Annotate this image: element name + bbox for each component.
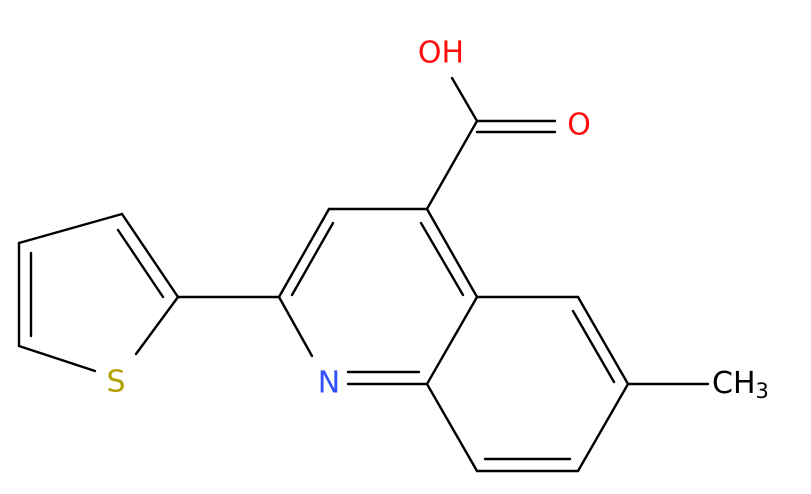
bond-c3-c2-inner bbox=[290, 221, 335, 297]
bond-c5-c6-inner bbox=[571, 309, 616, 384]
bond-c8-c8a bbox=[425, 382, 479, 473]
bond-c5-c6 bbox=[576, 295, 630, 386]
bond-c-oh bbox=[450, 76, 479, 123]
atom-n-label: N bbox=[318, 366, 340, 401]
atom-oh-label: OH bbox=[418, 36, 464, 71]
bond-c6-c7 bbox=[576, 382, 630, 473]
atom-labels: OH O N S CH3 bbox=[106, 36, 768, 404]
bond-t5-s bbox=[17, 344, 97, 373]
bond-t3-t4 bbox=[17, 212, 124, 245]
bond-s-t2 bbox=[134, 295, 180, 356]
bond-c8a-c4a bbox=[425, 295, 479, 386]
atom-ch3-subscript: 3 bbox=[756, 379, 769, 403]
bonds bbox=[17, 76, 710, 473]
bond-t2-t3 bbox=[120, 212, 180, 299]
atom-ch3-main: CH bbox=[712, 366, 756, 401]
atom-s-label: S bbox=[106, 365, 125, 400]
bond-c4a-c4-inner bbox=[419, 221, 465, 297]
bond-c3-c2 bbox=[277, 207, 331, 299]
atom-o-label: O bbox=[567, 108, 591, 143]
atom-ch3-label: CH3 bbox=[712, 366, 769, 404]
bond-t2-t3-inner bbox=[116, 228, 165, 299]
bond-c4a-c4 bbox=[425, 207, 479, 299]
bond-c2-n bbox=[277, 295, 314, 358]
bond-c-c4 bbox=[425, 119, 479, 211]
